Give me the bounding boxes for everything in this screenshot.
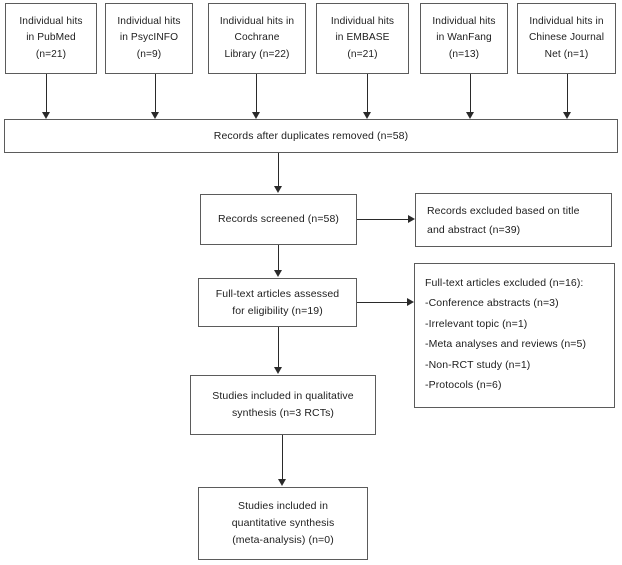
fulltext-excluded-box: Full-text articles excluded (n=16): -Con… <box>414 263 615 408</box>
source-line: Chinese Journal <box>528 32 605 44</box>
arrowhead-fulltext-assessed <box>274 270 282 277</box>
arrowhead-fulltext-excluded <box>407 298 414 306</box>
fulltext-excluded-line: -Meta analyses and reviews (n=5) <box>425 338 587 351</box>
source-box-embase: Individual hits in EMBASE (n=21) <box>316 3 409 74</box>
connector-screened-to-fulltext <box>278 245 280 271</box>
source-line: Individual hits <box>117 15 181 27</box>
source-line: (n=21) <box>347 48 378 60</box>
source-box-cochrane: Individual hits in Cochrane Library (n=2… <box>208 3 306 74</box>
connector-screened-to-excluded <box>357 219 409 221</box>
duplicates-removed-box: Records after duplicates removed (n=58) <box>4 119 618 153</box>
connector-fulltext-to-qualitative <box>278 327 280 368</box>
source-line: Cochrane <box>234 32 280 44</box>
source-line: in EMBASE <box>335 32 390 44</box>
source-box-chinese-journal-net: Individual hits in Chinese Journal Net (… <box>517 3 616 74</box>
fulltext-excluded-line: -Protocols (n=6) <box>425 379 502 392</box>
records-excluded-line: and abstract (n=39) <box>427 224 521 237</box>
connector-cochrane-to-duplicates <box>256 74 258 113</box>
connector-pubmed-to-duplicates <box>46 74 48 113</box>
qualitative-synthesis-line: synthesis (n=3 RCTs) <box>231 407 335 419</box>
records-screened-text: Records screened (n=58) <box>217 213 340 225</box>
fulltext-assessed-line: Full-text articles assessed <box>215 287 340 300</box>
source-line: in PsycINFO <box>119 32 179 44</box>
fulltext-excluded-line: Full-text articles excluded (n=16): <box>425 277 584 289</box>
connector-duplicates-to-screened <box>278 153 280 186</box>
arrowhead-pubmed <box>42 112 50 119</box>
arrowhead-cochrane <box>252 112 260 119</box>
arrowhead-cjn <box>563 112 571 119</box>
quantitative-synthesis-box: Studies included in quantitative synthes… <box>198 487 368 560</box>
source-line: (n=9) <box>136 48 162 60</box>
source-box-wanfang: Individual hits in WanFang (n=13) <box>420 3 508 74</box>
source-line: Individual hits <box>432 15 496 27</box>
source-line: Individual hits in <box>219 15 295 27</box>
connector-qualitative-to-quantitative <box>282 435 284 480</box>
records-excluded-line: Records excluded based on title <box>427 205 580 217</box>
connector-fulltext-to-excluded <box>357 302 408 304</box>
source-line: Net (n=1) <box>544 48 589 60</box>
source-line: (n=13) <box>448 48 480 60</box>
arrowhead-wanfang <box>466 112 474 119</box>
connector-wanfang-to-duplicates <box>470 74 472 113</box>
arrowhead-psycinfo <box>151 112 159 119</box>
source-line: Individual hits in <box>529 15 604 27</box>
quantitative-synthesis-line: Studies included in <box>237 500 329 512</box>
duplicates-removed-text: Records after duplicates removed (n=58) <box>213 129 409 142</box>
source-line: Individual hits <box>19 15 83 27</box>
fulltext-assessed-box: Full-text articles assessed for eligibil… <box>198 278 357 327</box>
source-box-psycinfo: Individual hits in PsycINFO (n=9) <box>105 3 193 74</box>
records-screened-box: Records screened (n=58) <box>200 194 357 245</box>
qualitative-synthesis-box: Studies included in qualitative synthesi… <box>190 375 376 435</box>
quantitative-synthesis-line: quantitative synthesis <box>231 517 335 529</box>
arrowhead-screened <box>274 186 282 193</box>
fulltext-assessed-line: for eligibility (n=19) <box>232 304 323 317</box>
connector-embase-to-duplicates <box>367 74 369 113</box>
source-line: Library (n=22) <box>224 48 290 60</box>
records-excluded-box: Records excluded based on title and abst… <box>415 193 612 247</box>
fulltext-excluded-line: -Non-RCT study (n=1) <box>425 358 531 371</box>
quantitative-synthesis-line: (meta-analysis) (n=0) <box>232 534 334 546</box>
source-line: (n=21) <box>35 48 67 60</box>
connector-psycinfo-to-duplicates <box>155 74 157 113</box>
arrowhead-qualitative <box>274 367 282 374</box>
source-box-pubmed: Individual hits in PubMed (n=21) <box>5 3 97 74</box>
arrowhead-embase <box>363 112 371 119</box>
qualitative-synthesis-line: Studies included in qualitative <box>212 390 354 402</box>
fulltext-excluded-line: -Conference abstracts (n=3) <box>425 297 559 310</box>
source-line: in PubMed <box>26 32 76 44</box>
arrowhead-records-excluded <box>408 215 415 223</box>
source-line: Individual hits <box>330 15 395 27</box>
source-line: in WanFang <box>436 32 492 44</box>
arrowhead-quantitative <box>278 479 286 486</box>
connector-cjn-to-duplicates <box>567 74 569 113</box>
fulltext-excluded-line: -Irrelevant topic (n=1) <box>425 317 528 330</box>
